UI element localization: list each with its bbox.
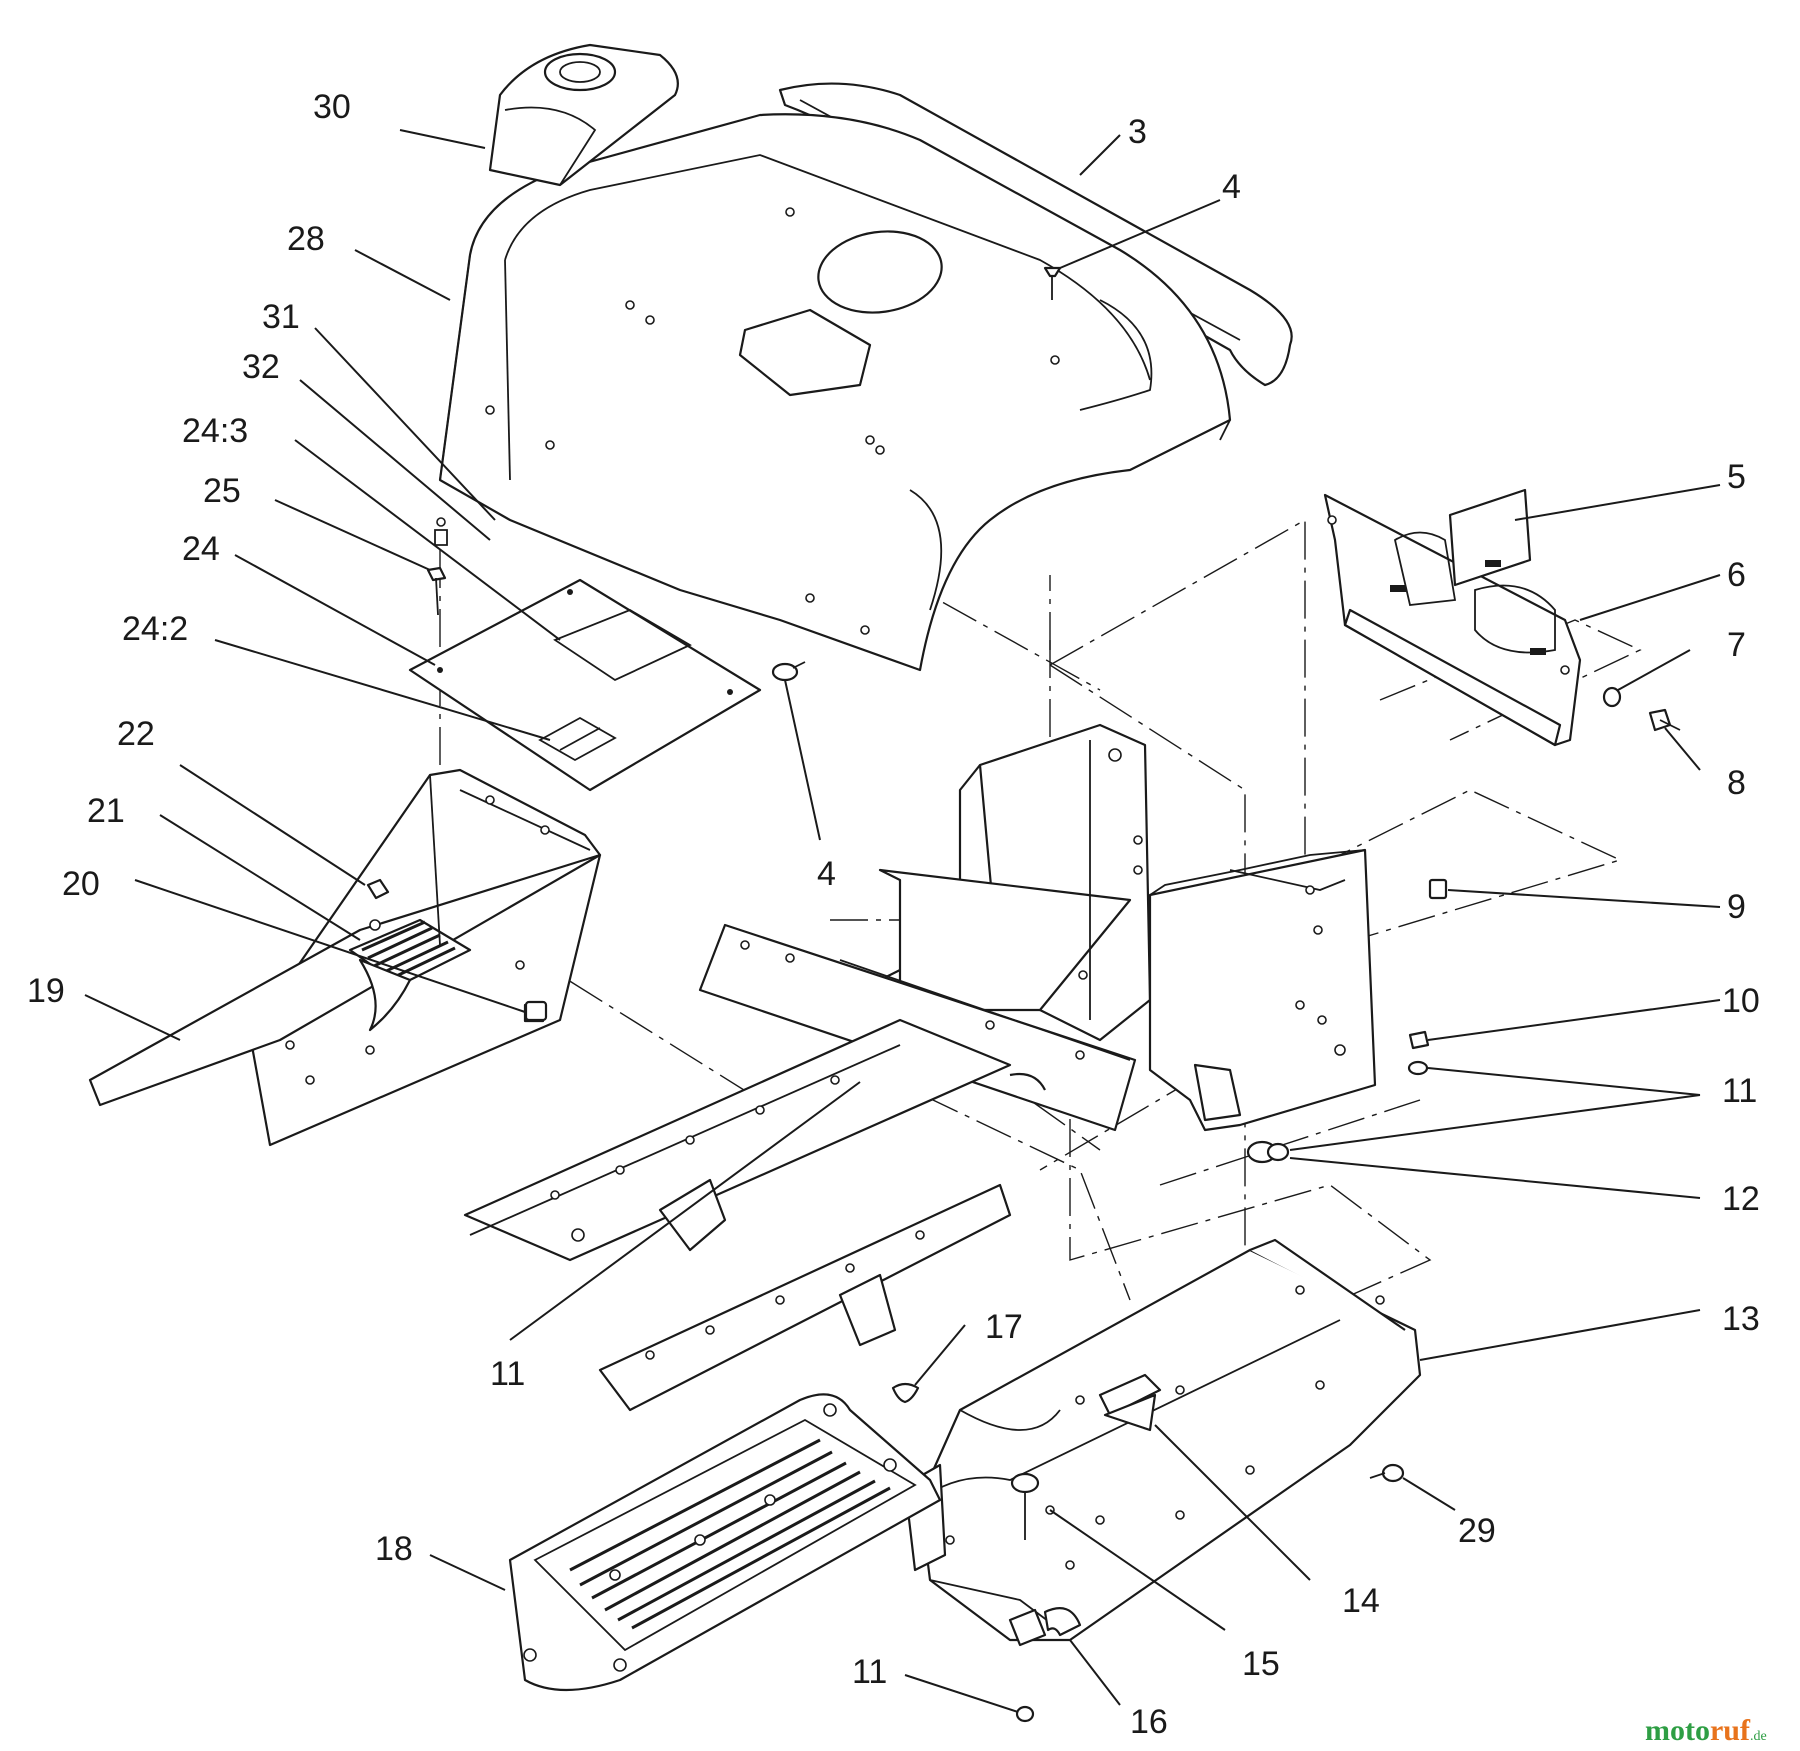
callout-28: 28 <box>287 220 325 258</box>
rear-panel <box>1323 488 1582 747</box>
callout-4-top: 4 <box>1222 168 1241 206</box>
watermark-logo: motoruf.de <box>1645 1714 1767 1747</box>
callout-14: 14 <box>1342 1582 1380 1620</box>
hood <box>438 113 1232 672</box>
bolt-29 <box>1369 1463 1405 1483</box>
svg-text:motoruf.de: motoruf.de <box>1645 1714 1767 1747</box>
small-fasteners-right <box>1246 686 1681 1164</box>
center-seat-support <box>878 723 1152 1042</box>
left-foot-mat <box>508 1393 942 1692</box>
right-footrest-pan <box>903 1238 1422 1642</box>
frame-rail-lower-2 <box>598 1183 1012 1412</box>
callout-11-bottom: 11 <box>852 1653 887 1691</box>
callout-15: 15 <box>1242 1645 1280 1683</box>
callout-10: 10 <box>1722 982 1760 1020</box>
callout-20: 20 <box>62 865 100 903</box>
callout-9: 9 <box>1727 888 1746 926</box>
callout-8: 8 <box>1727 764 1746 802</box>
callout-32: 32 <box>242 348 280 386</box>
callout-11-center: 11 <box>490 1355 525 1393</box>
leader-lines <box>84 129 1721 1713</box>
callout-19: 19 <box>27 972 65 1010</box>
watermark-suffix: .de <box>1750 1729 1767 1744</box>
callout-21: 21 <box>87 792 125 830</box>
callout-17: 17 <box>985 1308 1023 1346</box>
callout-31: 31 <box>262 298 300 336</box>
bolts-4 <box>771 266 1062 682</box>
callout-4-center: 4 <box>817 855 836 893</box>
callout-29: 29 <box>1458 1512 1496 1550</box>
bolt-15-clamp-16 <box>1008 1472 1082 1723</box>
plug-17 <box>891 1382 920 1404</box>
small-fasteners-left <box>366 517 548 1022</box>
callout-18: 18 <box>375 1530 413 1568</box>
callout-3: 3 <box>1128 113 1147 151</box>
callout-6: 6 <box>1727 556 1746 594</box>
frame-rail-lower <box>463 1018 1012 1262</box>
watermark-part1: moto <box>1645 1714 1710 1747</box>
callout-22: 22 <box>117 715 155 753</box>
right-fender-panel <box>1148 848 1377 1132</box>
steering-column-cover <box>488 43 679 187</box>
callout-labels: 30 28 31 32 24:3 25 24 24:2 22 21 20 19 … <box>27 88 1760 1741</box>
decal-14 <box>1103 1393 1157 1432</box>
callout-11-right: 11 <box>1722 1072 1757 1110</box>
floor-plate <box>408 578 762 792</box>
callout-30: 30 <box>313 88 351 126</box>
callout-7: 7 <box>1727 626 1746 664</box>
callout-5: 5 <box>1727 458 1746 496</box>
callout-24: 24 <box>182 530 220 568</box>
callout-16: 16 <box>1130 1703 1168 1741</box>
callout-25: 25 <box>203 472 241 510</box>
callout-13: 13 <box>1722 1300 1760 1338</box>
callout-24-3: 24:3 <box>182 412 248 450</box>
left-side-panel <box>88 768 602 1147</box>
callout-24-2: 24:2 <box>122 610 188 648</box>
callout-12: 12 <box>1722 1180 1760 1218</box>
watermark-part2: ruf <box>1710 1714 1751 1747</box>
